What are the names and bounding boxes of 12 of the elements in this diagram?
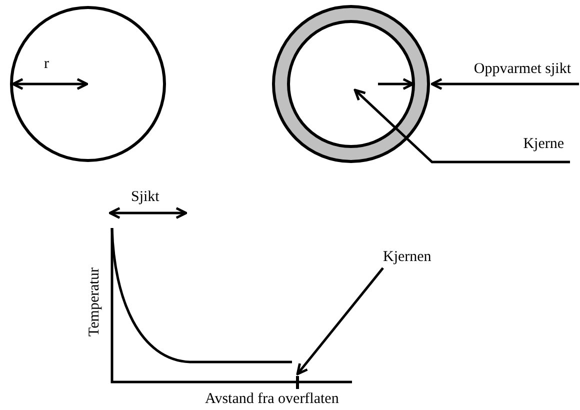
callout-text: Kjernen (383, 250, 432, 265)
leader-line (354, 88, 570, 164)
dimension-label: Sjikt (131, 190, 160, 205)
callout-text: Kjerne (522, 137, 565, 152)
callout-text: Oppvarmet sjikt (472, 62, 572, 77)
core-circle (287, 20, 415, 148)
axis-title: Avstand fra overflaten (205, 392, 339, 407)
radius-label: r (44, 57, 49, 72)
leader-line (430, 78, 579, 90)
tick-mark (296, 376, 299, 389)
axis-title: Temperatur (88, 268, 102, 336)
leader-line (296, 267, 384, 376)
